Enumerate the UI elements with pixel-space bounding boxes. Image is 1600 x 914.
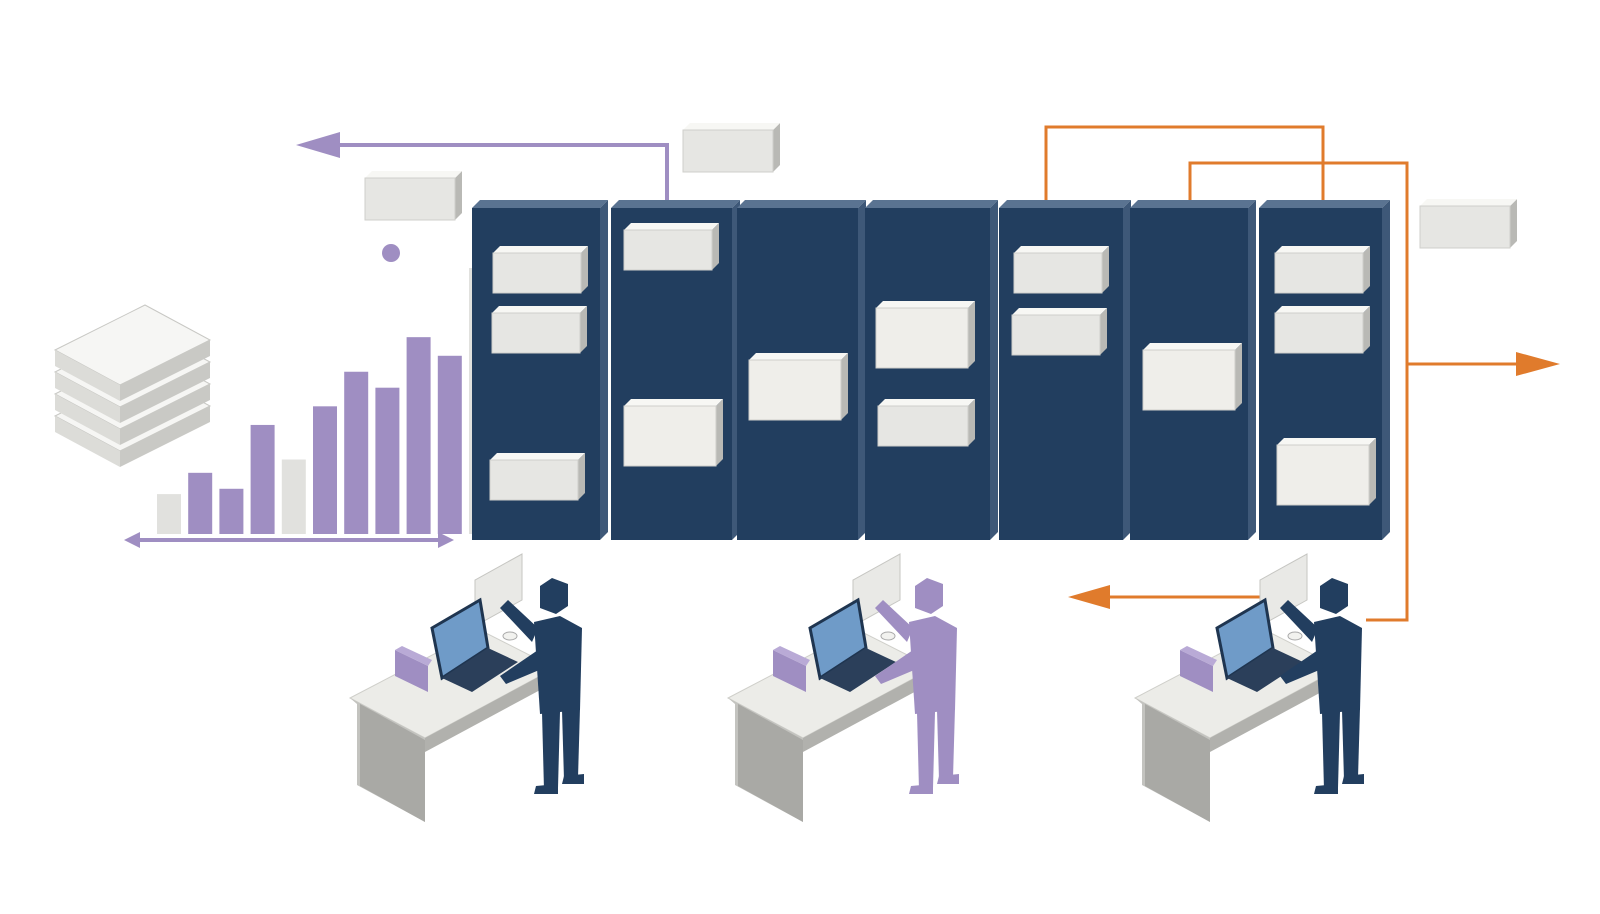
board-card <box>1276 438 1376 506</box>
arrow-left-icon <box>296 132 340 158</box>
board-card <box>877 399 975 447</box>
chart-bar <box>250 424 275 534</box>
floating-notes <box>364 123 1517 249</box>
folder-icon <box>773 650 806 692</box>
chart-axis <box>124 532 454 548</box>
board-column <box>1259 200 1390 540</box>
workstations <box>348 553 1364 822</box>
mouse <box>880 631 896 641</box>
chart-bar <box>219 488 244 534</box>
board-card <box>623 399 723 467</box>
mouse <box>1287 631 1303 641</box>
workstation <box>1133 553 1364 822</box>
laptop-keyboard <box>442 648 518 692</box>
person <box>875 578 959 794</box>
folder-icon <box>1180 650 1213 692</box>
laptop-keyboard <box>1227 648 1303 692</box>
chart-bar <box>406 337 431 534</box>
chart-bar <box>344 371 369 534</box>
chart-bar <box>375 387 400 534</box>
board-column <box>472 200 608 540</box>
board-card <box>491 306 587 354</box>
flow-connectors-orange <box>1044 125 1520 622</box>
person <box>500 578 584 794</box>
chart-bar <box>281 459 306 534</box>
chart-bar <box>157 494 181 534</box>
board-card <box>875 301 975 369</box>
document-stack-icon <box>53 304 212 467</box>
board-card <box>1274 306 1370 354</box>
feedback-arrow-icon <box>1068 585 1110 609</box>
laptop-keyboard <box>820 648 896 692</box>
board-column <box>611 200 740 540</box>
folder-icon <box>395 650 428 692</box>
chart-bar <box>313 406 337 534</box>
board-card <box>623 223 719 271</box>
board-card <box>1142 343 1242 411</box>
floating-note <box>364 171 462 221</box>
kanban-board <box>472 200 1390 540</box>
chart-bar <box>437 355 462 534</box>
floating-note <box>682 123 780 173</box>
board-card <box>1274 246 1370 294</box>
board-card <box>1013 246 1109 294</box>
board-card <box>1011 308 1107 356</box>
arrow-right-icon <box>1516 352 1560 376</box>
board-card <box>748 353 848 421</box>
document-layer <box>53 304 212 401</box>
board-card <box>489 453 585 501</box>
board-card <box>492 246 588 294</box>
chart-bars <box>157 268 525 534</box>
workstation <box>726 553 959 822</box>
person <box>1280 578 1364 794</box>
mouse <box>502 631 518 641</box>
chart-bar <box>188 472 213 534</box>
chart-marker-dot <box>382 244 400 262</box>
flow-arrow-left <box>296 132 669 226</box>
workstation <box>348 553 584 822</box>
board-column <box>1130 200 1256 540</box>
board-column <box>865 200 998 540</box>
floating-note <box>1419 199 1517 249</box>
board-column <box>999 200 1131 540</box>
board-column <box>737 200 866 540</box>
